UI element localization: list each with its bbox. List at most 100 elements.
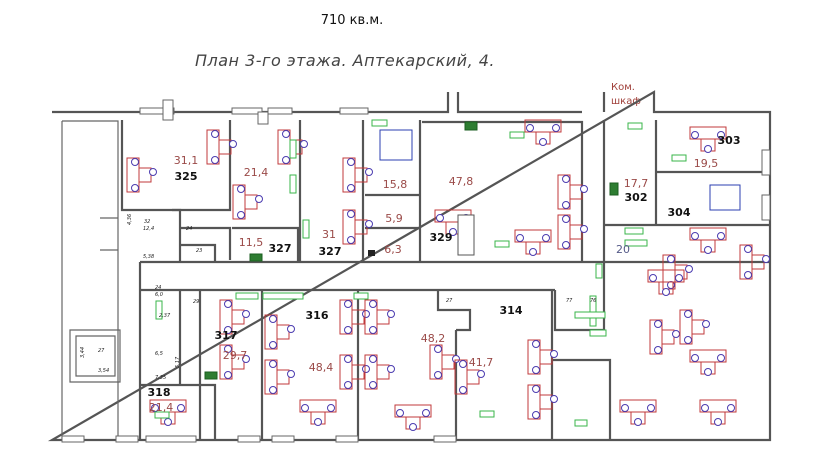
- total-area: 710 кв.м.: [321, 13, 384, 28]
- room-area: 20: [616, 243, 630, 256]
- chair-icon: [550, 350, 558, 358]
- desk: [539, 394, 553, 410]
- desk: [138, 167, 152, 183]
- cabinet: [371, 119, 388, 127]
- chair-icon: [229, 140, 237, 148]
- chair-icon: [282, 130, 290, 138]
- room-area: 41,7: [469, 356, 494, 369]
- cabinet: [595, 263, 603, 279]
- desk: [569, 224, 583, 240]
- room-area: 21,4: [149, 401, 174, 414]
- chair-icon: [744, 271, 752, 279]
- dim-label: 24: [155, 285, 161, 291]
- chair-icon: [662, 288, 670, 296]
- chair-icon: [562, 241, 570, 249]
- chair-icon: [327, 404, 335, 412]
- room-number: 316: [306, 309, 329, 322]
- desk: [276, 369, 290, 385]
- room-number: 304: [668, 206, 691, 219]
- plan-title: План 3-го этажа. Аптекарский, 4.: [195, 51, 495, 70]
- chair-icon: [347, 158, 355, 166]
- dim-label: 3,44: [80, 347, 86, 358]
- chair-icon: [344, 355, 352, 363]
- chair-icon: [287, 325, 295, 333]
- dim-label: 23: [196, 248, 202, 254]
- room-area: 48,4: [309, 361, 334, 374]
- chair-icon: [242, 310, 250, 318]
- dimension-labels: 4,36 32 12,4 5,38 24 23 29 24 6,0 2,37 3…: [80, 214, 596, 381]
- chair-icon: [647, 404, 655, 412]
- chair-icon: [369, 381, 377, 389]
- cabinet: [589, 329, 607, 337]
- cabinet: [302, 219, 310, 239]
- chair-icon: [477, 370, 485, 378]
- toilet-room: [457, 214, 475, 256]
- chair-icon: [365, 168, 373, 176]
- chair-icon: [704, 368, 712, 376]
- dim-label: 24: [186, 226, 192, 232]
- chair-icon: [301, 404, 309, 412]
- walls: [47, 90, 772, 442]
- chair-icon: [237, 185, 245, 193]
- chair-icon: [344, 300, 352, 308]
- room-area: 31,1: [174, 154, 199, 167]
- room-area: 21,4: [244, 166, 269, 179]
- desk: [691, 319, 705, 335]
- cabinet: [624, 239, 648, 247]
- chair-icon: [344, 326, 352, 334]
- chair-icon: [532, 366, 540, 374]
- room-area: 5,9: [385, 212, 403, 225]
- chair-icon: [459, 386, 467, 394]
- chair-icon: [314, 418, 322, 426]
- chair-icon: [224, 371, 232, 379]
- chair-icon: [562, 215, 570, 223]
- chair-icon: [362, 365, 370, 373]
- cabinet: [289, 174, 297, 194]
- room-number: 317: [215, 329, 238, 342]
- dim-label: 27: [446, 298, 453, 304]
- room-number: 314: [500, 304, 523, 317]
- dim-label: 6,5: [155, 351, 163, 357]
- chair-icon: [237, 211, 245, 219]
- chair-icon: [224, 300, 232, 308]
- chair-icon: [409, 423, 417, 431]
- chair-icon: [717, 131, 725, 139]
- printer-icon: [464, 121, 478, 131]
- chair-icon: [224, 345, 232, 353]
- meeting-table: [379, 129, 413, 161]
- cabinet: [262, 292, 304, 300]
- chair-icon: [672, 330, 680, 338]
- desk: [376, 309, 390, 325]
- chair-icon: [347, 184, 355, 192]
- chair-icon: [550, 395, 558, 403]
- chair-icon: [714, 418, 722, 426]
- cabinet: [494, 240, 510, 248]
- chair-icon: [532, 411, 540, 419]
- cabinet: [574, 311, 606, 319]
- chair-icon: [269, 386, 277, 394]
- room-area: 47,8: [449, 175, 474, 188]
- dim-label: 27: [98, 348, 105, 354]
- chair-icon: [580, 225, 588, 233]
- chair-icon: [717, 354, 725, 362]
- cabinet: [235, 292, 259, 300]
- chair-icon: [365, 220, 373, 228]
- chair-icon: [369, 300, 377, 308]
- desk: [569, 184, 583, 200]
- chair-icon: [704, 145, 712, 153]
- desk: [466, 369, 480, 385]
- room-number: 302: [625, 191, 648, 204]
- furniture: [126, 119, 770, 431]
- cabinet: [627, 122, 643, 130]
- chair-icon: [649, 274, 657, 282]
- chair-icon: [691, 232, 699, 240]
- chair-icon: [675, 274, 683, 282]
- room-number: 325: [175, 170, 198, 183]
- chair-icon: [542, 234, 550, 242]
- chair-icon: [282, 156, 290, 164]
- room-area: 19,5: [694, 157, 719, 170]
- chair-icon: [552, 124, 560, 132]
- chair-icon: [387, 310, 395, 318]
- chair-icon: [702, 320, 710, 328]
- cabinet: [479, 410, 495, 418]
